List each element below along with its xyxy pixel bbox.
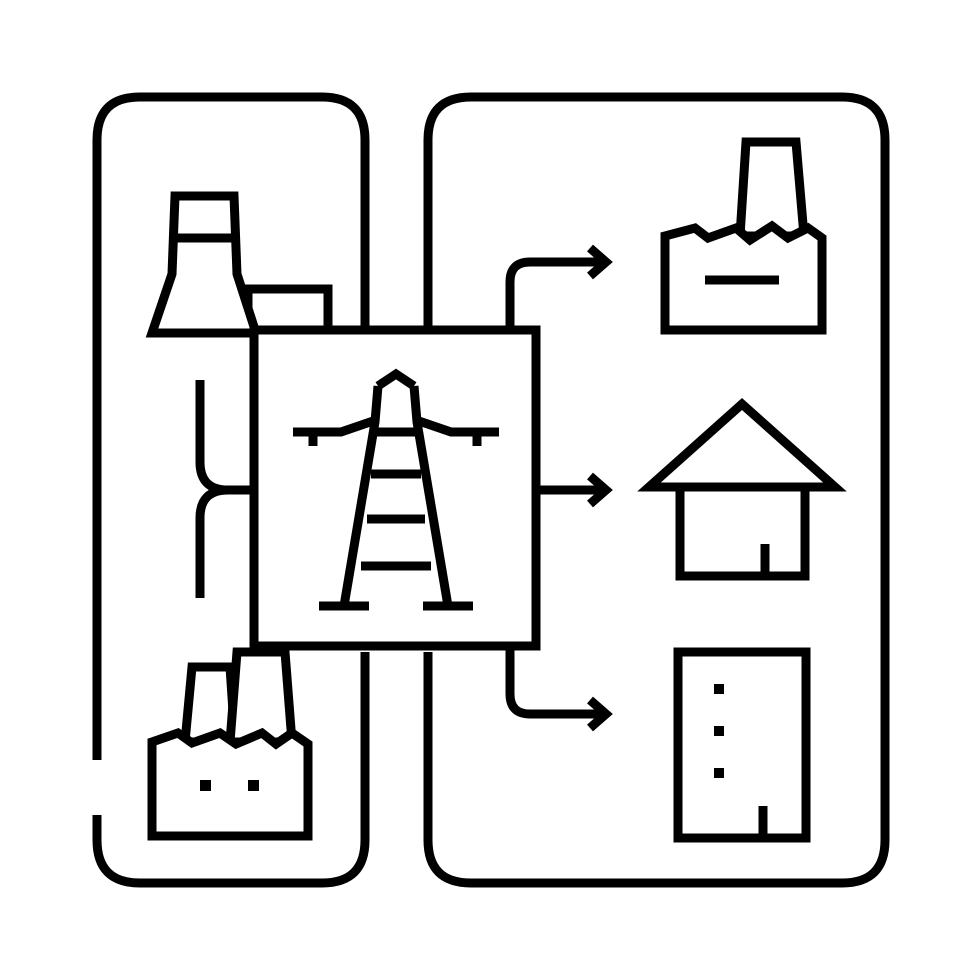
factory-source-icon — [147, 647, 313, 841]
transmission-tower-icon — [293, 368, 499, 611]
consumers-panel — [423, 92, 890, 888]
flow-arrow-to-office-icon — [505, 650, 613, 732]
factory-consumer-icon — [660, 137, 827, 335]
flow-arrow-to-factory-icon — [505, 244, 613, 326]
house-icon — [637, 397, 847, 581]
sources-panel — [92, 92, 370, 888]
flow-arrow-to-house-icon — [540, 472, 613, 508]
factory-window-2 — [248, 780, 259, 791]
building-window-3 — [714, 768, 724, 778]
grid-hub — [249, 325, 541, 651]
factory-window-1 — [200, 780, 211, 791]
building-window-2 — [714, 726, 724, 736]
building-window-1 — [714, 684, 724, 694]
power-plant-cooling-tower-icon — [145, 191, 333, 338]
office-building-icon — [673, 647, 811, 843]
